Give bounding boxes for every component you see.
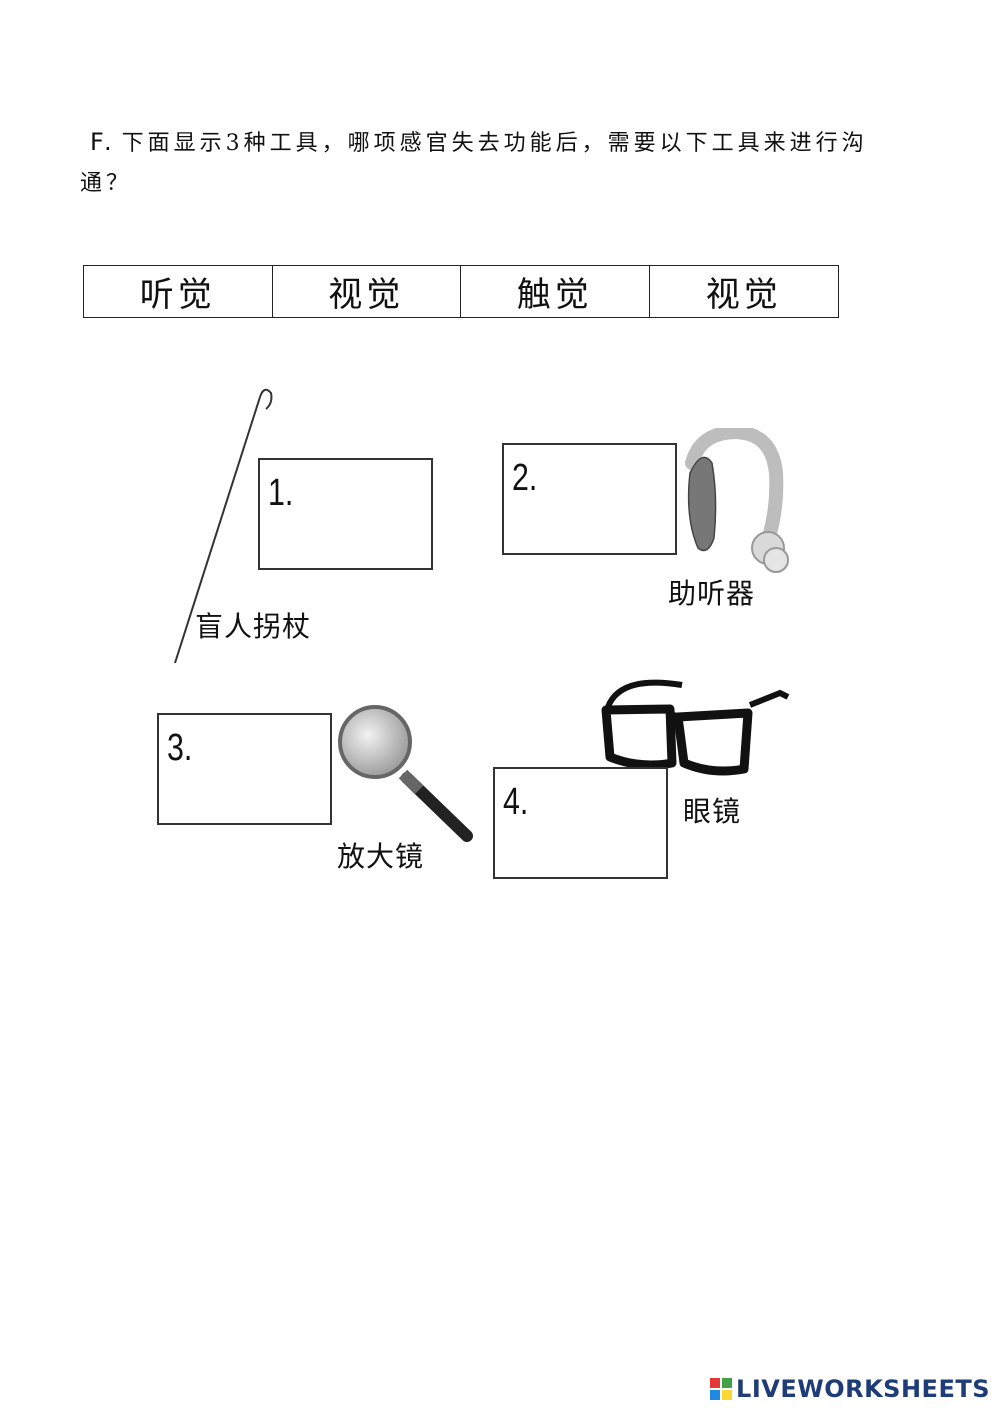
option-1[interactable]: 听觉 bbox=[84, 266, 273, 317]
logo-blocks bbox=[710, 1378, 733, 1400]
item-number-1: 1. bbox=[268, 472, 294, 514]
answer-box-2[interactable]: 2. bbox=[502, 443, 677, 555]
caption-magnifier: 放大镜 bbox=[337, 840, 425, 873]
option-2[interactable]: 视觉 bbox=[273, 266, 461, 317]
item-number-3: 3. bbox=[167, 727, 193, 769]
question-label: F. bbox=[90, 128, 116, 156]
item-number-2: 2. bbox=[512, 457, 538, 499]
hearing-aid-icon bbox=[685, 428, 789, 573]
caption-eyeglasses: 眼镜 bbox=[683, 795, 742, 828]
answer-box-1[interactable]: 1. bbox=[258, 458, 433, 570]
answer-box-3[interactable]: 3. bbox=[157, 713, 332, 825]
white-cane-icon bbox=[174, 388, 273, 664]
item-number-4: 4. bbox=[503, 781, 529, 823]
options-table: 听觉 视觉 触觉 视觉 bbox=[83, 265, 839, 318]
eyeglasses-icon bbox=[601, 679, 790, 776]
answer-box-4[interactable]: 4. bbox=[493, 767, 668, 879]
option-3[interactable]: 触觉 bbox=[461, 266, 650, 317]
magnifying-glass-icon bbox=[338, 705, 473, 842]
question: F.下面显示3种工具，哪项感官失去功能后，需要以下工具来进行沟通？ bbox=[80, 122, 880, 204]
question-text: 下面显示3种工具，哪项感官失去功能后，需要以下工具来进行沟通？ bbox=[80, 131, 868, 196]
caption-hearing-aid: 助听器 bbox=[668, 577, 756, 610]
caption-white-cane: 盲人拐杖 bbox=[195, 610, 312, 643]
liveworksheets-logo: LIVEWORKSHEETS bbox=[710, 1375, 990, 1403]
logo-text: LIVEWORKSHEETS bbox=[736, 1375, 990, 1403]
option-4[interactable]: 视觉 bbox=[705, 275, 782, 315]
